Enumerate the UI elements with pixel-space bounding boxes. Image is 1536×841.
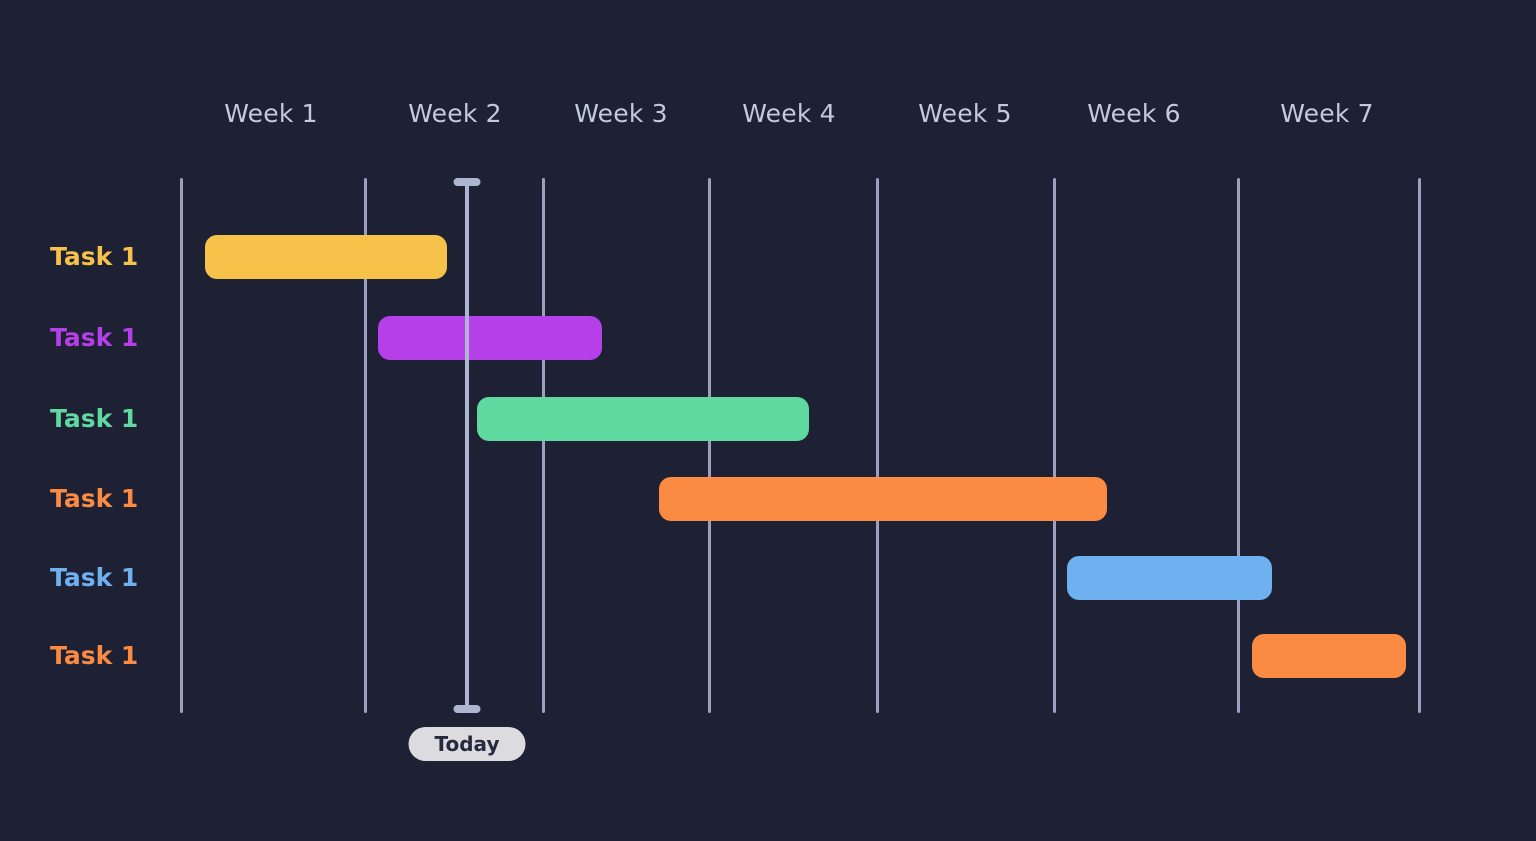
week-label-7: Week 7 <box>1280 99 1374 128</box>
grid-line-7 <box>1418 178 1421 713</box>
task-label-row-1: Task 1 <box>50 242 139 271</box>
today-pill-label[interactable]: Today <box>408 727 526 761</box>
task-label-row-5: Task 1 <box>50 563 139 592</box>
grid-line-3 <box>708 178 711 713</box>
grid-line-4 <box>876 178 879 713</box>
week-label-3: Week 3 <box>574 99 668 128</box>
task-bar-row-4[interactable] <box>659 477 1107 521</box>
task-label-row-3: Task 1 <box>50 404 139 433</box>
task-bar-row-3[interactable] <box>477 397 809 441</box>
today-marker-line <box>453 178 481 713</box>
grid-line-2 <box>542 178 545 713</box>
week-label-2: Week 2 <box>408 99 502 128</box>
grid-line-5 <box>1053 178 1056 713</box>
today-marker-stem <box>465 178 469 713</box>
task-label-row-2: Task 1 <box>50 323 139 352</box>
task-bar-row-6[interactable] <box>1252 634 1406 678</box>
week-label-5: Week 5 <box>918 99 1012 128</box>
grid-line-0 <box>180 178 183 713</box>
today-marker-cap-bottom <box>453 705 481 713</box>
task-bar-row-2[interactable] <box>378 316 602 360</box>
week-label-1: Week 1 <box>224 99 318 128</box>
grid-line-6 <box>1237 178 1240 713</box>
task-bar-row-1[interactable] <box>205 235 447 279</box>
week-label-4: Week 4 <box>742 99 836 128</box>
task-bar-row-5[interactable] <box>1067 556 1272 600</box>
task-label-row-6: Task 1 <box>50 641 139 670</box>
task-label-row-4: Task 1 <box>50 484 139 513</box>
week-header-row: Week 1 Week 2 Week 3 Week 4 Week 5 Week … <box>0 98 1536 148</box>
grid-line-1 <box>364 178 367 713</box>
week-label-6: Week 6 <box>1087 99 1181 128</box>
